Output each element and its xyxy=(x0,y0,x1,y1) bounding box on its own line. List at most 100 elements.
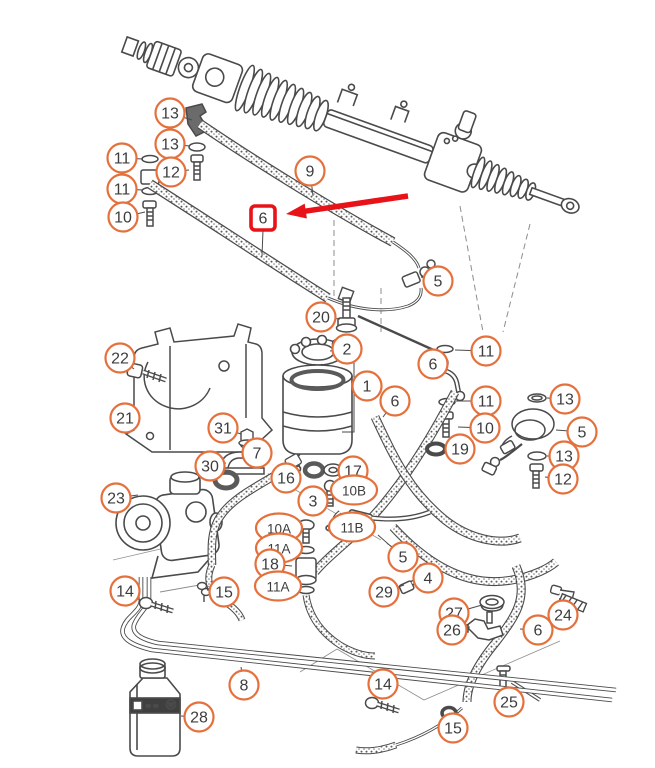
callout-number: 6 xyxy=(391,394,400,411)
callout-3[interactable]: 3 xyxy=(297,485,329,517)
callout-24[interactable]: 24 xyxy=(547,599,579,631)
callout-25[interactable]: 25 xyxy=(493,686,525,718)
callout-8[interactable]: 8 xyxy=(228,666,260,701)
callout-number: 19 xyxy=(451,442,469,459)
callout-11[interactable]: 11 xyxy=(106,142,144,174)
callout-number: 1 xyxy=(363,379,372,396)
callout-circle xyxy=(331,333,363,365)
callout-4[interactable]: 4 xyxy=(412,562,444,594)
callout-6[interactable]: 6 xyxy=(519,614,554,646)
part-12-bolt xyxy=(529,463,544,489)
callout-number: 10A xyxy=(267,522,291,537)
callout-7[interactable]: 7 xyxy=(241,437,273,469)
part-6-return-hose-upper xyxy=(147,179,439,354)
callout-10B[interactable]: 10B xyxy=(329,474,379,506)
callout-13[interactable]: 13 xyxy=(547,440,580,472)
callout-16[interactable]: 16 xyxy=(270,462,302,494)
callout-26[interactable]: 26 xyxy=(436,614,471,646)
callout-number: 6 xyxy=(429,357,438,374)
part-23-power-steering-pump xyxy=(115,471,223,579)
audi-rings-icon: ⚭⚭ xyxy=(144,701,159,711)
callout-ellipse xyxy=(327,511,377,543)
callout-number: 11 xyxy=(478,344,495,361)
callout-23[interactable]: 23 xyxy=(100,482,139,514)
callout-circle xyxy=(154,97,186,129)
callout-10[interactable]: 10 xyxy=(457,412,501,444)
callout-circle xyxy=(522,614,554,646)
callout-circle xyxy=(547,599,579,631)
tie-rod-end xyxy=(528,186,580,214)
part-30-saddle-clamp xyxy=(213,451,265,475)
callout-number: 10 xyxy=(114,210,132,227)
callout-22[interactable]: 22 xyxy=(104,342,136,374)
steering-rack-assembly xyxy=(120,35,580,214)
callout-28[interactable]: 28 xyxy=(180,701,215,733)
callout-12[interactable]: 12 xyxy=(155,156,190,188)
callout-circle xyxy=(351,370,383,402)
rack-mounting-fasteners-left xyxy=(140,103,210,227)
callout-11B[interactable]: 11B xyxy=(327,511,377,543)
part-10-bolt xyxy=(142,200,157,227)
callout-number: 5 xyxy=(578,425,587,442)
callout-circle xyxy=(107,201,139,233)
callout-13[interactable]: 13 xyxy=(154,128,191,160)
callout-number: 8 xyxy=(240,678,249,695)
callout-number: 6 xyxy=(534,623,543,640)
part-12-bolt xyxy=(190,154,204,181)
callout-6[interactable]: 6 xyxy=(417,348,449,380)
callout-number: 5 xyxy=(434,274,443,291)
callout-11[interactable]: 11 xyxy=(454,335,502,367)
callout-number: 14 xyxy=(116,584,134,601)
callout-number: 29 xyxy=(375,585,393,602)
callout-ellipse xyxy=(329,474,379,506)
callout-14[interactable]: 14 xyxy=(109,575,141,607)
callout-circle xyxy=(470,335,502,367)
callout-10[interactable]: 10 xyxy=(107,201,146,233)
callout-circle xyxy=(368,576,400,608)
callout-9[interactable]: 9 xyxy=(294,155,326,197)
callout-1[interactable]: 1 xyxy=(351,370,383,402)
callout-31[interactable]: 31 xyxy=(207,412,242,444)
callout-13[interactable]: 13 xyxy=(154,97,193,129)
callout-15[interactable]: 15 xyxy=(206,576,240,608)
callout-11A[interactable]: 11A xyxy=(253,570,303,602)
callout-19[interactable]: 19 xyxy=(444,433,476,465)
callout-number: 13 xyxy=(161,137,179,154)
callout-circle xyxy=(566,416,598,448)
callout-5[interactable]: 5 xyxy=(377,534,419,573)
callout-13[interactable]: 13 xyxy=(546,383,581,415)
callout-20[interactable]: 20 xyxy=(305,301,341,333)
callout-11[interactable]: 11 xyxy=(456,385,502,417)
callout-2[interactable]: 2 xyxy=(329,333,363,365)
callout-circle xyxy=(469,412,501,444)
callout-12[interactable]: 12 xyxy=(544,463,579,495)
part-27-grommet xyxy=(479,594,505,612)
callout-5[interactable]: 5 xyxy=(555,416,598,448)
callout-number: 28 xyxy=(190,710,208,727)
part-4-hose xyxy=(389,523,559,586)
rack-tube xyxy=(322,109,434,164)
part-5-cooling-coil-group xyxy=(481,393,555,489)
part-14-screw xyxy=(138,596,174,614)
callout-15[interactable]: 15 xyxy=(437,712,469,744)
highlighted-part-box[interactable] xyxy=(249,204,277,232)
mounting-bracket xyxy=(336,83,410,123)
part-22-clamp-screw xyxy=(126,362,167,383)
callout-number: 12 xyxy=(554,472,572,489)
callout-21[interactable]: 21 xyxy=(109,402,141,434)
callout-5[interactable]: 5 xyxy=(420,265,454,297)
callout-14[interactable]: 14 xyxy=(367,668,399,700)
rubber-bumper xyxy=(302,461,326,479)
callout-circle xyxy=(436,614,468,646)
callout-30[interactable]: 30 xyxy=(194,450,227,482)
callout-29[interactable]: 29 xyxy=(368,576,405,608)
callout-number: 15 xyxy=(444,721,462,738)
callout-11[interactable]: 11 xyxy=(106,173,144,205)
callout-circle xyxy=(241,437,273,469)
part-28-hydraulic-oil-bottle: ⚭⚭ ⓦ xyxy=(129,658,181,757)
callout-6[interactable]: 6 xyxy=(379,385,411,418)
callout-circle xyxy=(379,385,411,417)
callout-circle xyxy=(305,301,337,333)
